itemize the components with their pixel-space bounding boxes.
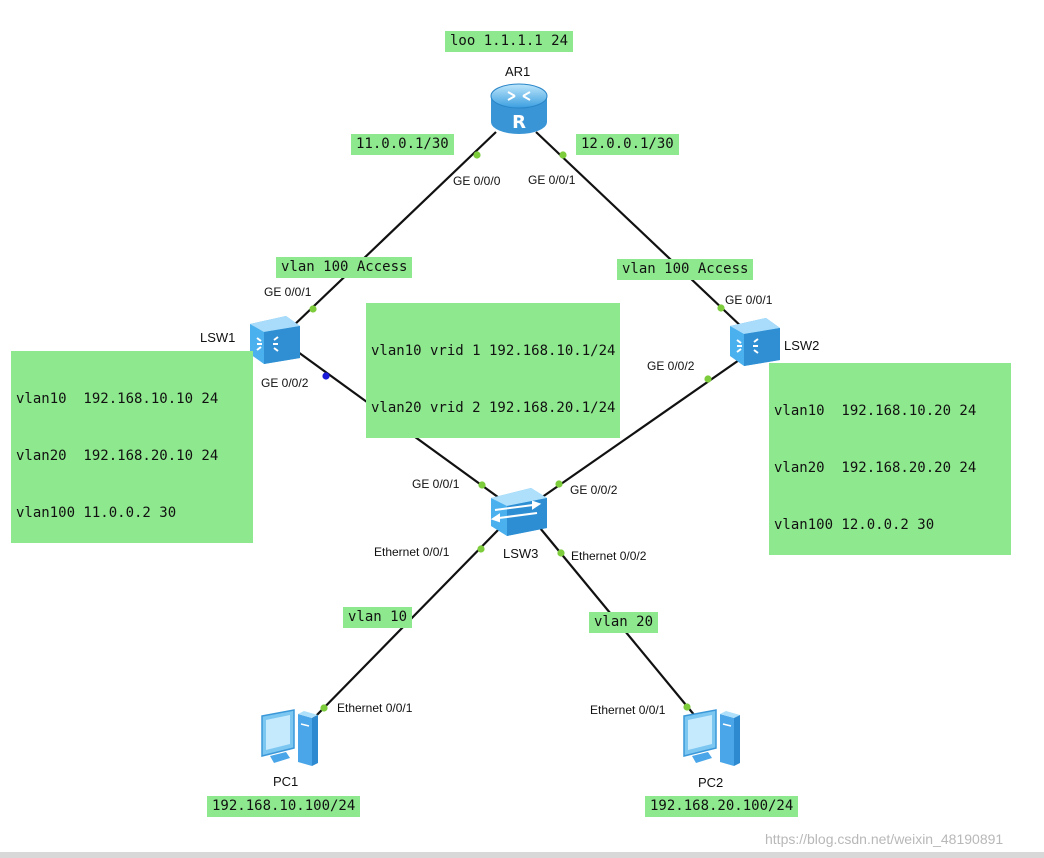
lsw2-vlan-line: vlan100 12.0.0.2 30 [774, 517, 935, 533]
vrrp-line: vlan10 vrid 1 192.168.10.1/24 [371, 343, 616, 359]
device-label-pc2: PC2 [698, 775, 724, 790]
vrrp-note: vlan10 vrid 1 192.168.10.1/24 vlan20 vri… [366, 303, 621, 438]
device-label-lsw3: LSW3 [503, 546, 539, 561]
device-label-ar1: AR1 [505, 64, 531, 79]
pc-icon[interactable] [678, 708, 744, 770]
lsw2-vlan-line: vlan10 192.168.10.20 24 [774, 403, 977, 419]
svg-text:R: R [512, 112, 526, 133]
port-dot-lsw3-eth1 [477, 545, 485, 553]
port-label-lsw3-ge002: GE 0/0/2 [570, 483, 618, 497]
ar1-right-ip-note: 12.0.0.1/30 [576, 134, 679, 155]
pc1-vlan-note: vlan 10 [343, 607, 413, 628]
port-dot-lsw1-ge001 [309, 305, 317, 313]
port-label-lsw2-ge002: GE 0/0/2 [647, 359, 695, 373]
device-label-lsw2: LSW2 [784, 338, 820, 353]
port-dot-lsw2-ge001 [717, 304, 725, 312]
port-label-lsw3-ge001: GE 0/0/1 [412, 477, 460, 491]
port-label-pc2-eth: Ethernet 0/0/1 [590, 703, 666, 717]
watermark: https://blog.csdn.net/weixin_48190891 [765, 831, 1004, 847]
port-label-lsw3-eth1: Ethernet 0/0/1 [374, 545, 450, 559]
lsw1-vlan-line: vlan10 192.168.10.10 24 [16, 391, 219, 407]
port-dot-lsw3-eth2 [557, 549, 565, 557]
port-dot-pc2-eth [683, 703, 691, 711]
device-label-pc1: PC1 [273, 774, 299, 789]
port-label-ar1-ge001: GE 0/0/1 [528, 173, 576, 187]
vrrp-line: vlan20 vrid 2 192.168.20.1/24 [371, 400, 616, 416]
port-label-lsw1-ge001: GE 0/0/1 [264, 285, 312, 299]
pc2-ip-note: 192.168.20.100/24 [645, 796, 799, 817]
pc2-vlan-note: vlan 20 [589, 612, 659, 633]
port-dot-pc1-eth [320, 704, 328, 712]
core-switch-icon[interactable] [728, 316, 782, 368]
port-dot-ar1-ge001 [559, 151, 567, 159]
pc1-ip-note: 192.168.10.100/24 [207, 796, 361, 817]
port-label-ar1-ge000: GE 0/0/0 [453, 174, 501, 188]
port-label-lsw3-eth2: Ethernet 0/0/2 [571, 549, 647, 563]
link-ar1-lsw2[interactable] [535, 131, 746, 331]
lsw1-vlan-line: vlan20 192.168.20.10 24 [16, 448, 219, 464]
port-dot-lsw2-ge002 [704, 375, 712, 383]
lsw1-vlan-line: vlan100 11.0.0.2 30 [16, 505, 177, 521]
bottom-bar [0, 852, 1044, 858]
lsw2-uplink-vlan-note: vlan 100 Access [617, 259, 754, 280]
pc-icon[interactable] [256, 708, 322, 770]
link-ar1-lsw1[interactable] [290, 131, 497, 329]
port-label-pc1-eth: Ethernet 0/0/1 [337, 701, 413, 715]
port-dot-lsw3-ge001 [478, 481, 486, 489]
core-switch-icon[interactable] [248, 314, 302, 366]
switch-icon[interactable] [489, 486, 549, 538]
port-label-lsw2-ge001: GE 0/0/1 [725, 293, 773, 307]
port-dot-lsw1-ge002-blocked [322, 372, 330, 380]
device-label-lsw1: LSW1 [200, 330, 236, 345]
port-label-lsw1-ge002: GE 0/0/2 [261, 376, 309, 390]
lsw1-uplink-vlan-note: vlan 100 Access [276, 257, 413, 278]
port-dot-ar1-ge000 [473, 151, 481, 159]
router-icon[interactable]: R [488, 82, 550, 138]
ar1-left-ip-note: 11.0.0.1/30 [351, 134, 454, 155]
lsw2-vlan-line: vlan20 192.168.20.20 24 [774, 460, 977, 476]
lsw2-vlan-note: vlan10 192.168.10.20 24 vlan20 192.168.2… [769, 363, 1011, 555]
loopback-note: loo 1.1.1.1 24 [445, 31, 574, 52]
lsw1-vlan-note: vlan10 192.168.10.10 24 vlan20 192.168.2… [11, 351, 253, 543]
port-dot-lsw3-ge002 [555, 480, 563, 488]
